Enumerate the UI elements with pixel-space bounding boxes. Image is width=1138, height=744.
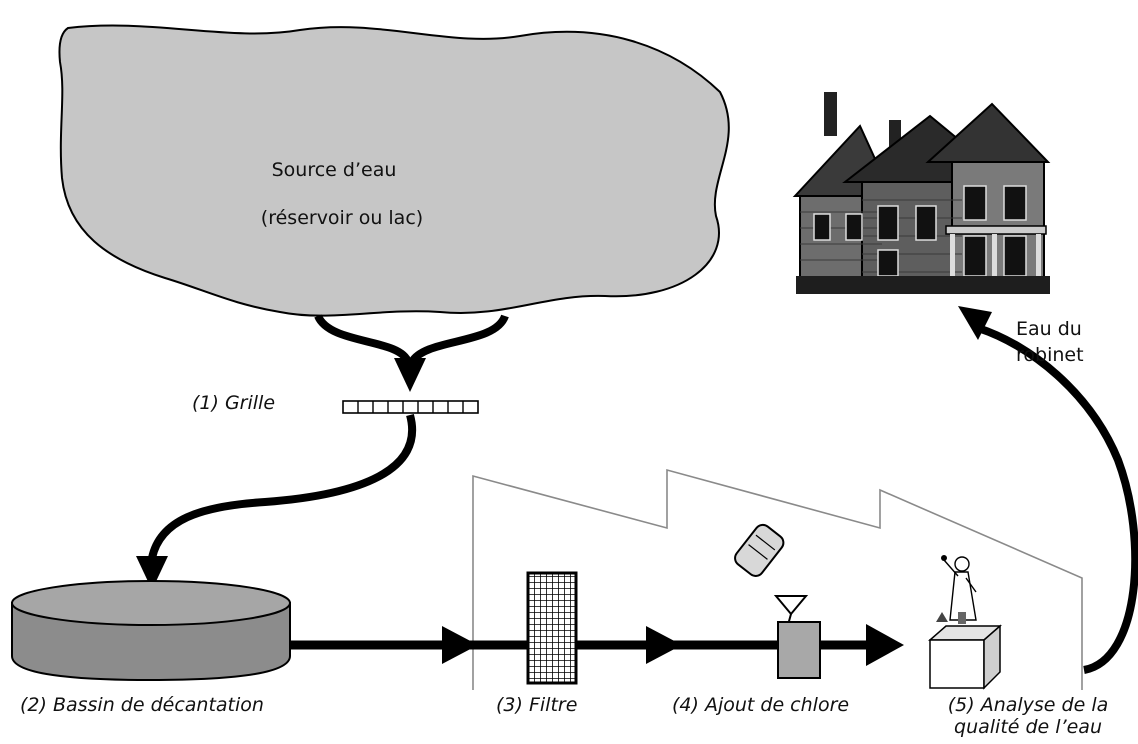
source-subtitle: (réservoir ou lac) xyxy=(261,207,423,229)
arrowhead-to-house xyxy=(958,306,992,340)
lab-analysis-icon xyxy=(928,555,1002,690)
label-step-grille: (1) Grille xyxy=(192,392,276,414)
label-step-chlore: (4) Ajout de chlore xyxy=(672,694,850,716)
settling-basin-icon xyxy=(11,580,291,682)
label-step-filtre: (3) Filtre xyxy=(496,694,578,716)
label-tap-water-line2: robinet xyxy=(1016,344,1084,366)
arrowhead-to-chlorine xyxy=(646,626,682,664)
arrowhead-to-grille xyxy=(394,358,426,392)
label-tap-water: Eau du robinet xyxy=(1016,316,1084,368)
arrowhead-to-basin xyxy=(136,556,168,590)
house-icon xyxy=(792,92,1051,294)
arrowhead-to-lab xyxy=(866,624,904,666)
arrowhead-to-filter xyxy=(442,626,478,664)
grille-screen-icon xyxy=(342,400,479,414)
label-tap-water-line1: Eau du xyxy=(1016,318,1082,340)
flow-grille-to-basin xyxy=(148,413,416,559)
flow-to-house xyxy=(976,324,1138,674)
flow-source-left xyxy=(314,313,412,364)
label-step-analyse: (5) Analyse de la qualité de l’eau xyxy=(928,694,1128,738)
flow-source-right xyxy=(408,314,509,365)
chlorine-dispenser-icon xyxy=(734,523,821,679)
filter-icon xyxy=(526,571,578,685)
water-source-cloud xyxy=(58,24,730,317)
treatment-plant-outline xyxy=(472,468,1083,690)
source-title: Source d’eau xyxy=(272,159,397,181)
label-step-analyse-line2: qualité de l’eau xyxy=(954,716,1102,738)
label-step-analyse-line1: (5) Analyse de la xyxy=(947,694,1109,716)
label-step-bassin: (2) Bassin de décantation xyxy=(20,694,264,716)
